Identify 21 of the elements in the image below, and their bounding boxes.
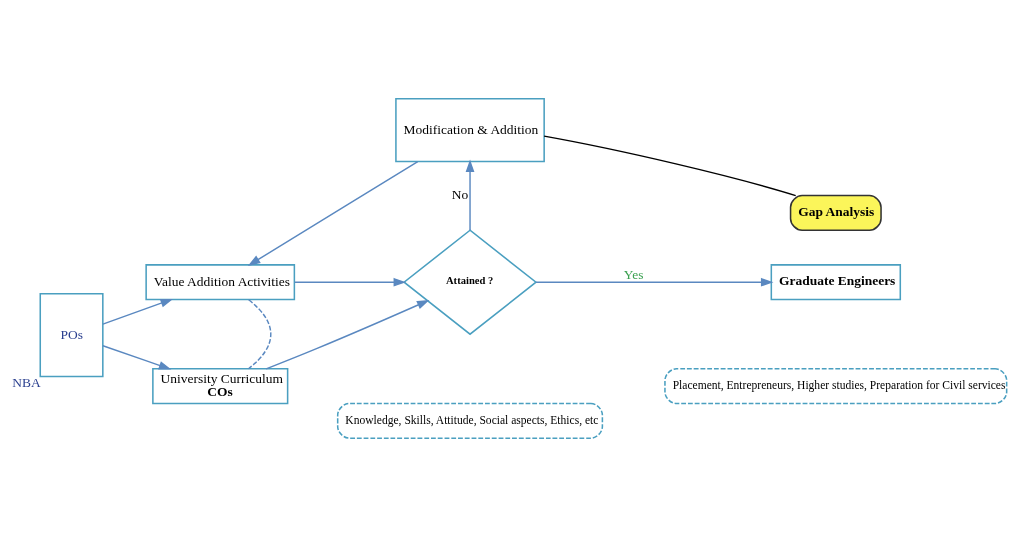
arrow xyxy=(102,298,174,325)
arrow xyxy=(535,277,774,287)
node-diamond: Attained ? xyxy=(402,229,538,336)
connector xyxy=(247,299,272,370)
node-box: Graduate Engineers xyxy=(770,264,902,301)
arrow xyxy=(465,159,475,231)
node-box: Value Addition Activities xyxy=(145,264,296,301)
node-box: Modification & Addition xyxy=(395,98,545,163)
node-box: Knowledge, Skills, Attitude, Social aspects, Ethics, etc xyxy=(336,402,604,439)
node-box: Placement, Entrepreneurs, Higher studies, Preparation for Civil services xyxy=(664,368,1008,405)
arrow xyxy=(102,345,172,370)
connector xyxy=(543,135,797,197)
arrow xyxy=(293,277,407,287)
arrow xyxy=(247,160,419,266)
edge-label: No xyxy=(451,187,469,203)
arrow xyxy=(265,299,430,370)
node-box: POs xyxy=(39,293,104,378)
node-label: NBA xyxy=(12,375,41,391)
node-box: Gap Analysis xyxy=(789,194,882,231)
node-box: University Curriculum COs xyxy=(152,368,289,405)
edge-label: Yes xyxy=(623,266,644,282)
